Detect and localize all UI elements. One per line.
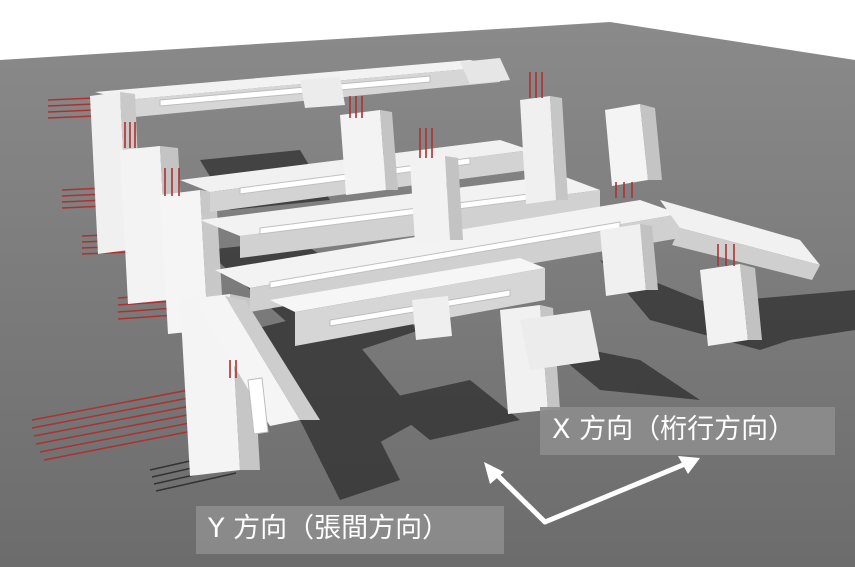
back-beams: [95, 58, 510, 118]
y-direction-label: Y 方向（張間方向）: [196, 506, 504, 554]
y-arrow-head-icon: [484, 462, 504, 484]
x-direction-label: X 方向（桁行方向）: [540, 407, 835, 455]
direction-arrows: [487, 459, 693, 525]
y-direction-arrow: [487, 465, 548, 525]
rebar-vertical: [124, 72, 735, 378]
x-arrow-head-icon: [678, 456, 700, 474]
right-structure: [340, 96, 820, 414]
x-direction-arrow: [542, 459, 693, 525]
front-beam: [195, 296, 320, 435]
